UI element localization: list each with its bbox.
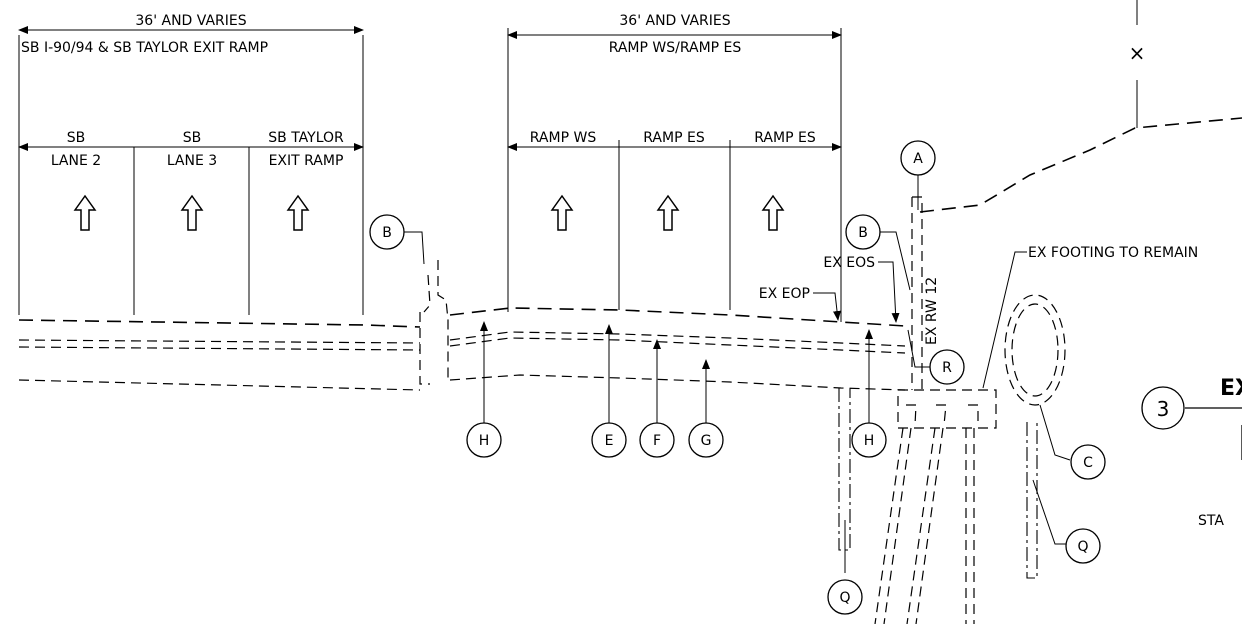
callout-B: B (369, 214, 405, 250)
up-arrow-icon (181, 195, 203, 231)
x-mark: × (1129, 41, 1146, 65)
pavement-lines (18, 260, 906, 391)
callout-F: F (639, 422, 675, 458)
section-callout-3: 3 (1141, 386, 1185, 430)
callout-H: H (466, 422, 502, 458)
left-title: SB I-90/94 & SB TAYLOR EXIT RAMP (21, 40, 268, 56)
ex-rw-label: EX RW 12 (924, 277, 940, 345)
lane-2-bottom: LANE 3 (167, 153, 217, 169)
lane-4-top: RAMP WS (530, 130, 597, 146)
ex-eos-label: EX EOS (823, 255, 875, 271)
up-arrow-icon (74, 195, 96, 231)
lane-1-top: SB (67, 130, 86, 146)
svg-text:C: C (1083, 455, 1093, 471)
lane-2-top: SB (183, 130, 202, 146)
callout-H: H (851, 422, 887, 458)
callout-Q: Q (1065, 528, 1101, 564)
callout-R: R (929, 349, 965, 385)
section-label-partial: EX (1220, 376, 1242, 401)
callout-G: G (688, 422, 724, 458)
svg-text:E: E (605, 433, 614, 449)
svg-text:B: B (382, 225, 392, 241)
lane-1-bottom: LANE 2 (51, 153, 101, 169)
middle-span-label: 36' AND VARIES (619, 13, 730, 29)
svg-text:F: F (653, 433, 661, 449)
lane-3-top: SB TAYLOR (268, 130, 344, 146)
middle-dimension-block: 36' AND VARIES RAMP WS/RAMP ES RAMP WS R… (507, 13, 842, 322)
lane-6-top: RAMP ES (754, 130, 816, 146)
svg-text:H: H (864, 433, 875, 449)
left-dimension-block: 36' AND VARIES SB I-90/94 & SB TAYLOR EX… (18, 13, 364, 315)
lane-3-bottom: EXIT RAMP (269, 153, 344, 169)
svg-text:A: A (913, 151, 923, 167)
callout-A: A (900, 140, 936, 176)
sta-label-partial: STA (1198, 513, 1224, 529)
ex-eop-label: EX EOP (759, 286, 810, 302)
callout-C: C (1070, 444, 1106, 480)
svg-text:R: R (942, 360, 952, 376)
svg-text:Q: Q (1077, 539, 1088, 555)
up-arrow-icon (287, 195, 309, 231)
lane-5-top: RAMP ES (643, 130, 705, 146)
middle-title: RAMP WS/RAMP ES (609, 40, 742, 56)
callout-Q: Q (827, 579, 863, 615)
svg-text:3: 3 (1157, 397, 1170, 421)
svg-text:B: B (858, 225, 868, 241)
left-span-label: 36' AND VARIES (135, 13, 246, 29)
leaders (397, 175, 1071, 573)
svg-text:Q: Q (839, 590, 850, 606)
callout-B: B (845, 214, 881, 250)
svg-text:H: H (479, 433, 490, 449)
callout-E: E (591, 422, 627, 458)
up-arrow-icon (762, 195, 784, 231)
up-arrow-icon (657, 195, 679, 231)
ex-footing-label: EX FOOTING TO REMAIN (1028, 245, 1198, 261)
right-structures: × EX RW 12 EX STA (838, 0, 1242, 624)
up-arrow-icon (551, 195, 573, 231)
svg-text:G: G (701, 433, 712, 449)
